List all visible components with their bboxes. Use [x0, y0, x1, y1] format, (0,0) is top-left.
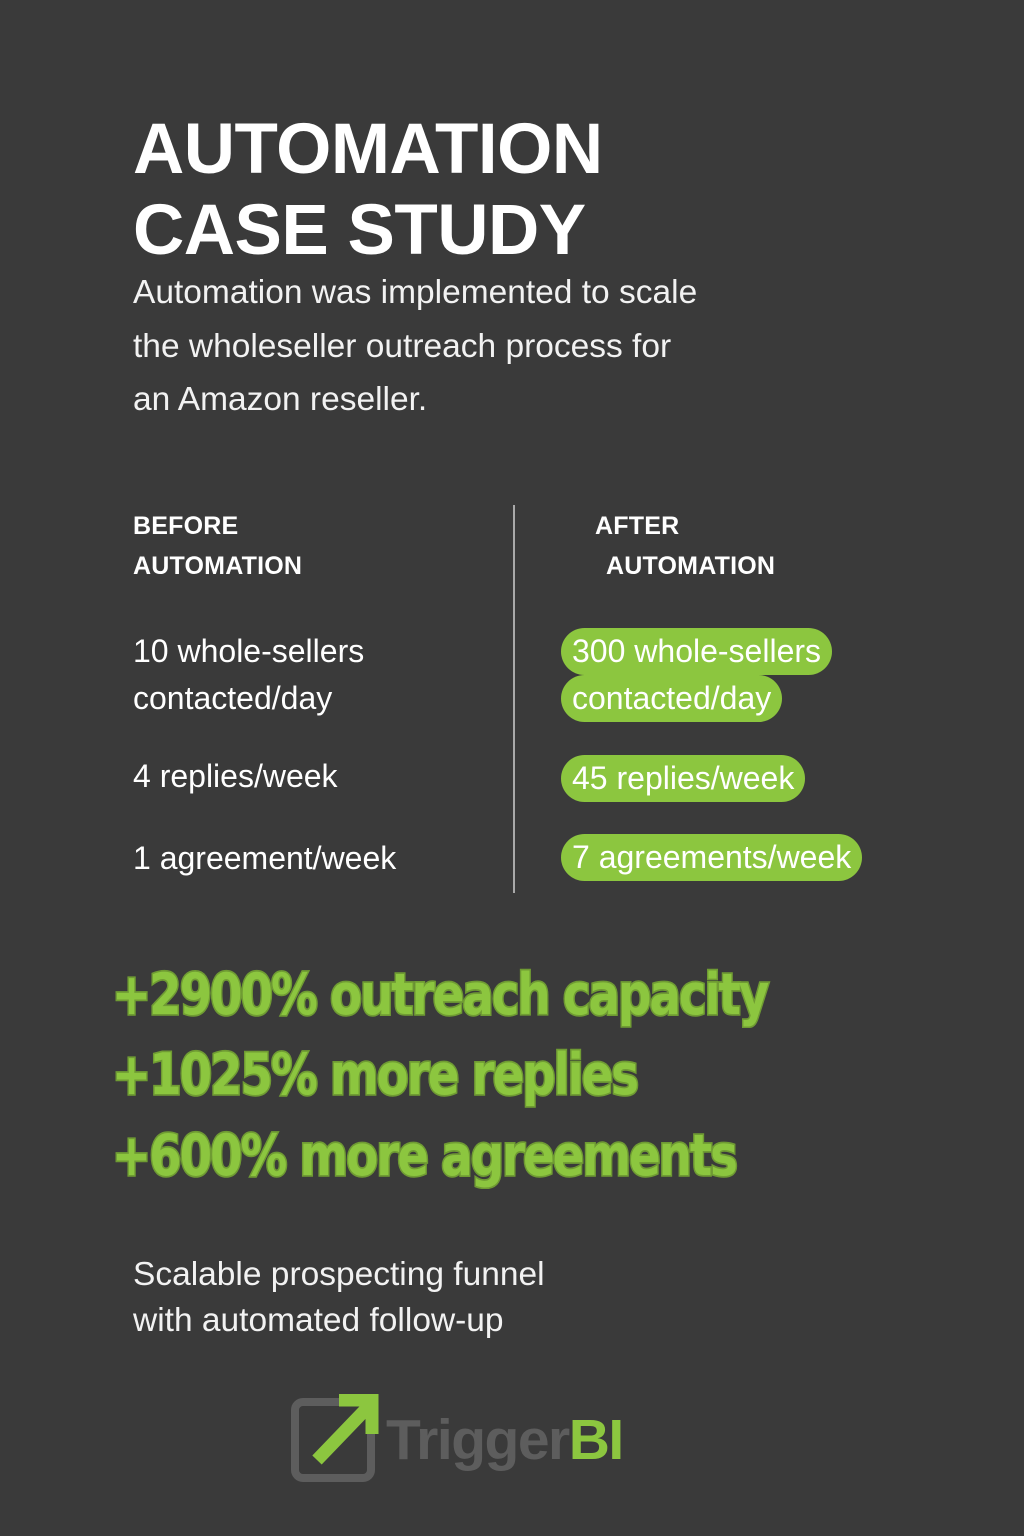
- footer-tagline-line-2: with automated follow-up: [133, 1301, 504, 1339]
- result-stat-agreements: +600% more agreements: [111, 1121, 740, 1191]
- after-metric-highlight: 300 whole-sellers contacted/day: [561, 628, 833, 722]
- results-stats: +2900% outreach capacity +1025% more rep…: [111, 955, 992, 1196]
- before-metrics-list: 10 whole-sellers contacted/day 4 replies…: [133, 628, 503, 882]
- before-column-heading: BEFORE AUTOMATION: [133, 507, 302, 586]
- footer-tagline-line-1: Scalable prospecting funnel: [133, 1256, 545, 1293]
- after-metric-line-2: contacted/day: [572, 679, 772, 716]
- after-heading-line-2: AUTOMATION: [606, 551, 776, 580]
- before-metric-item: 1 agreement/week: [133, 840, 397, 877]
- column-divider: [513, 505, 515, 893]
- brand-name-suffix: BI: [568, 1407, 625, 1472]
- brand-name-primary: Trigger: [386, 1407, 570, 1472]
- after-metrics-list: 300 whole-sellers contacted/day 45 repli…: [561, 628, 991, 882]
- after-metric-highlight: 45 replies/week: [561, 755, 806, 803]
- brand-logo: TriggerBI: [286, 1392, 738, 1488]
- comparison-section: BEFORE AUTOMATION AFTER AUTOMATION 10 wh…: [0, 495, 1024, 910]
- page-title-line-1: AUTOMATION: [133, 109, 603, 189]
- after-metric-item: 45 replies/week: [561, 755, 991, 803]
- page-subtitle-line-3: an Amazon reseller.: [133, 381, 428, 419]
- result-stat-outreach: +2900% outreach capacity: [111, 960, 771, 1030]
- after-column-heading: AFTER AUTOMATION: [595, 507, 775, 586]
- before-metric-item: 4 replies/week: [133, 758, 338, 795]
- before-heading-line-1: BEFORE: [133, 512, 239, 540]
- page-subtitle-line-1: Automation was implemented to scale: [133, 274, 698, 311]
- brand-logo-text: TriggerBI: [386, 1411, 624, 1469]
- page-title-line-2: CASE STUDY: [133, 190, 586, 270]
- after-metric-highlight: 7 agreements/week: [561, 834, 863, 882]
- page-title: AUTOMATION CASE STUDY: [133, 110, 933, 272]
- result-stat-replies: +1025% more replies: [111, 1041, 641, 1111]
- page-subtitle-line-2: the wholeseller outreach process for: [133, 327, 672, 365]
- footer-tagline: Scalable prospecting funnel with automat…: [133, 1252, 893, 1344]
- before-metric-item: 10 whole-sellers contacted/day: [133, 633, 365, 716]
- page-subtitle: Automation was implemented to scale the …: [133, 266, 893, 427]
- before-heading-line-2: AUTOMATION: [133, 551, 303, 580]
- after-heading-line-1: AFTER: [595, 512, 680, 540]
- arrow-up-right-in-square-icon: [286, 1393, 382, 1486]
- after-metric-item: 300 whole-sellers contacted/day: [561, 628, 991, 722]
- after-metric-line-1: 300 whole-sellers: [572, 633, 822, 669]
- after-metric-item: 7 agreements/week: [561, 834, 991, 882]
